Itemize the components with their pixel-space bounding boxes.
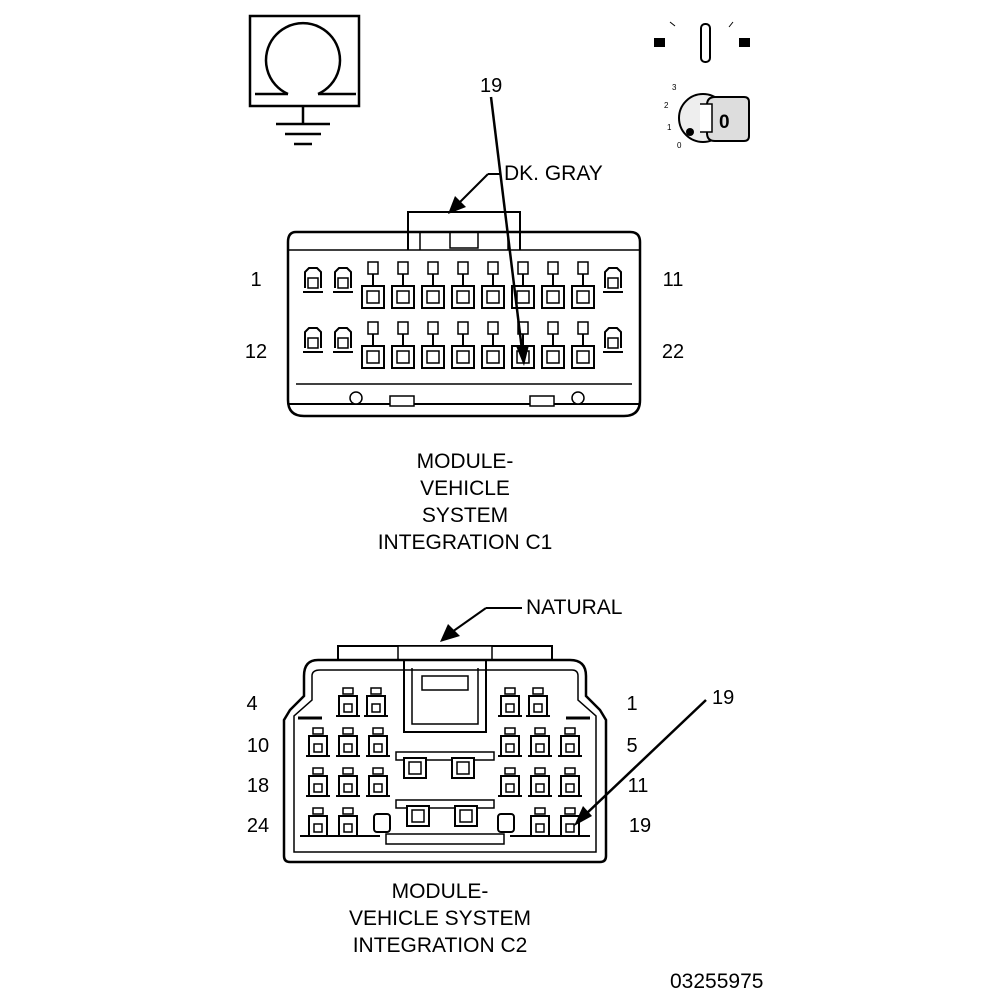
c1-callout-pin: 19 xyxy=(480,75,502,97)
c1-cavity xyxy=(333,267,353,293)
c1-pin-label-22: 22 xyxy=(662,341,684,363)
c1-title-line-3: SYSTEM xyxy=(422,504,508,527)
c2-cavity xyxy=(498,727,522,757)
c2-center-terminal xyxy=(403,757,427,779)
c1-cavity xyxy=(481,321,505,369)
c2-color-label: NATURAL xyxy=(526,596,622,619)
c1-pin-label-1: 1 xyxy=(250,269,261,291)
c2-cavity xyxy=(558,807,582,837)
c2-callout-pin: 19 xyxy=(712,687,734,709)
c2-cavity-plug xyxy=(497,813,515,833)
c2-cavity xyxy=(498,767,522,797)
c2-title-line-3: INTEGRATION C2 xyxy=(353,934,528,957)
ignition-position-3: 3 xyxy=(672,83,677,92)
c1-cavity xyxy=(391,321,415,369)
c2-cavity xyxy=(364,687,388,717)
connector-c1 xyxy=(286,211,642,418)
c1-cavity xyxy=(361,261,385,309)
c2-pin-label-5: 5 xyxy=(626,735,637,757)
c2-cavity xyxy=(306,767,330,797)
c2-cavity xyxy=(336,767,360,797)
c1-cavity xyxy=(571,321,595,369)
ignition-key-label: 0 xyxy=(719,112,730,133)
c1-title-line-4: INTEGRATION C1 xyxy=(378,531,553,554)
connector-c2 xyxy=(282,645,608,864)
c2-cavity xyxy=(528,727,552,757)
c2-center-terminal xyxy=(406,805,430,827)
c2-pin-label-4: 4 xyxy=(246,693,257,715)
ignition-position-1: 1 xyxy=(667,123,672,132)
c2-cavity xyxy=(336,687,360,717)
c1-cavity xyxy=(391,261,415,309)
c2-pin-label-24: 24 xyxy=(247,815,269,837)
c1-cavity xyxy=(571,261,595,309)
c1-cavity xyxy=(603,327,623,353)
c1-cavity xyxy=(421,321,445,369)
c2-cavity xyxy=(336,727,360,757)
c1-cavity xyxy=(481,261,505,309)
c1-color-label: DK. GRAY xyxy=(504,162,603,185)
c1-cavity xyxy=(511,261,535,309)
c2-cavity xyxy=(366,727,390,757)
c2-title: MODULE- VEHICLE SYSTEM INTEGRATION C2 xyxy=(349,880,531,957)
ignition-position-2: 2 xyxy=(664,101,669,110)
c2-pin-label-19: 19 xyxy=(629,815,651,837)
c2-center-terminal xyxy=(451,757,475,779)
c2-cavity-plug xyxy=(373,813,391,833)
c1-title-line-1: MODULE- xyxy=(417,450,514,473)
c1-title-line-2: VEHICLE xyxy=(420,477,510,500)
c2-pin-label-11: 11 xyxy=(628,775,649,797)
c2-cavity xyxy=(498,687,522,717)
c1-cavity xyxy=(361,321,385,369)
ignition-key-icon: 3 2 1 0 0 xyxy=(654,21,750,150)
c1-title: MODULE- VEHICLE SYSTEM INTEGRATION C1 xyxy=(378,450,553,554)
c1-pin-label-12: 12 xyxy=(245,341,267,363)
c2-cavity xyxy=(336,807,360,837)
ground-icon xyxy=(248,14,361,146)
c2-center-terminal xyxy=(454,805,478,827)
c2-cavity xyxy=(306,807,330,837)
c2-cavity xyxy=(528,767,552,797)
c1-pin-label-11: 11 xyxy=(663,269,684,291)
c2-cavity xyxy=(526,687,550,717)
c2-title-line-1: MODULE- xyxy=(392,880,489,903)
c1-cavity xyxy=(303,267,323,293)
c1-cavity xyxy=(603,267,623,293)
c1-cavity xyxy=(541,261,565,309)
c2-pin-label-18: 18 xyxy=(247,775,269,797)
c2-cavity xyxy=(366,767,390,797)
c2-cavity xyxy=(558,727,582,757)
c1-cavity xyxy=(451,321,475,369)
c2-cavity xyxy=(528,807,552,837)
c1-cavity xyxy=(421,261,445,309)
figure-id: 03255975 xyxy=(670,970,763,993)
c1-cavity xyxy=(303,327,323,353)
c1-cavity xyxy=(333,327,353,353)
c2-cavity xyxy=(306,727,330,757)
c2-cavity xyxy=(558,767,582,797)
c2-pin-label-1: 1 xyxy=(626,693,637,715)
c1-cavity xyxy=(541,321,565,369)
c1-cavity xyxy=(451,261,475,309)
ignition-position-0: 0 xyxy=(677,141,682,150)
c2-pin-label-10: 10 xyxy=(247,735,269,757)
c2-title-line-2: VEHICLE SYSTEM xyxy=(349,907,531,930)
